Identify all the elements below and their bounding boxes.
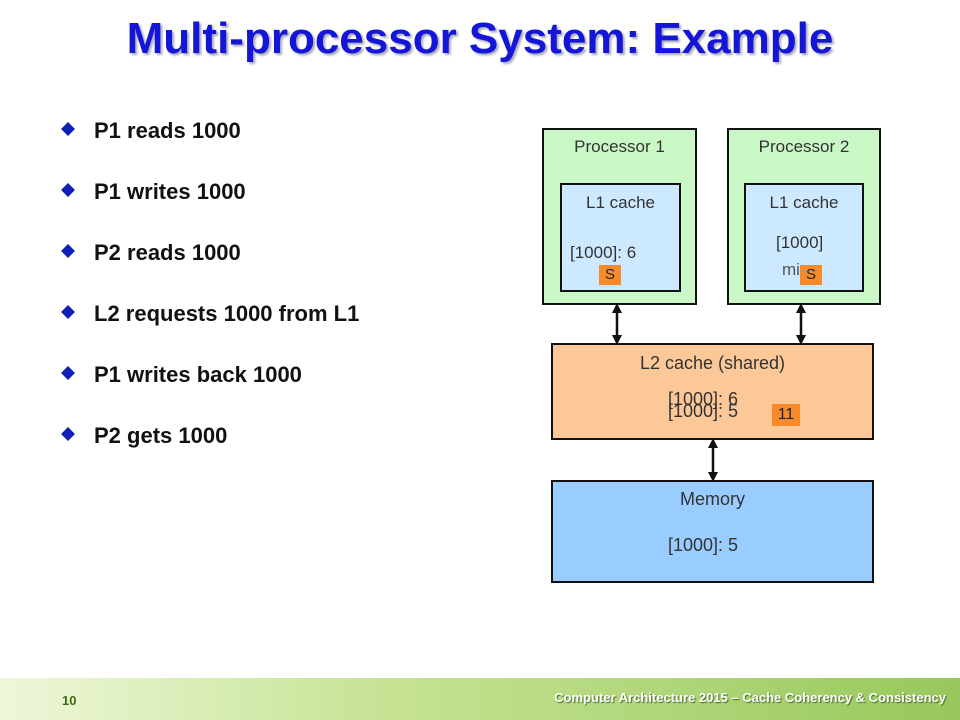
l2-cache-label: L2 cache (shared) bbox=[639, 353, 786, 373]
processor-1-l1-value: [1000]: 6 bbox=[570, 243, 637, 262]
bullet-text: P1 writes back 1000 bbox=[94, 362, 302, 387]
l2-cache-old-value: [1000]: 6 bbox=[668, 389, 739, 409]
processor-2-label: Processor 2 bbox=[758, 137, 850, 156]
processor-1-label: Processor 1 bbox=[574, 137, 665, 156]
l2-cache-new-value: [1000]: 5 bbox=[668, 401, 739, 421]
processor-2-l1-value: [1000] bbox=[776, 233, 824, 252]
processor-1-l1-label: L1 cache bbox=[586, 193, 655, 212]
memory-label: Memory bbox=[679, 489, 745, 509]
memory-box bbox=[551, 480, 874, 583]
l2-cache-state-tag: 11 bbox=[772, 404, 800, 426]
memory-value: [1000]: 5 bbox=[668, 535, 739, 555]
bullet-text: P1 reads 1000 bbox=[94, 118, 241, 143]
slide-title: Multi-processor System: Example bbox=[126, 14, 834, 63]
bullet-text: P2 gets 1000 bbox=[94, 423, 228, 448]
footer-text: Computer Architecture 2015 – Cache Coher… bbox=[554, 690, 946, 705]
processor-2-state-tag: S bbox=[800, 265, 822, 285]
page-number: 10 bbox=[62, 693, 77, 708]
bullet-text: L2 requests 1000 from L1 bbox=[94, 301, 360, 326]
bullet-text: P1 writes 1000 bbox=[94, 179, 246, 204]
bullet-text: P2 reads 1000 bbox=[94, 240, 241, 265]
footer-bar bbox=[0, 678, 960, 720]
l2-cache-box bbox=[551, 343, 874, 440]
processor-1-state-tag: S bbox=[599, 265, 621, 285]
processor-2-l1-label: L1 cache bbox=[769, 193, 839, 212]
